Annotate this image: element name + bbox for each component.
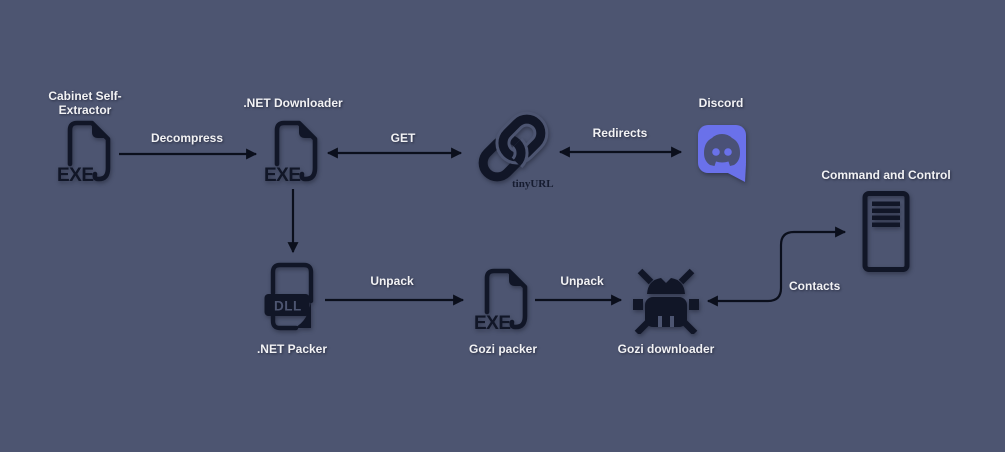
- edge-label-redirects: Redirects: [592, 126, 648, 140]
- dll-file-type-text: DLL: [274, 299, 302, 314]
- label-discord: Discord: [698, 96, 744, 110]
- exe-file-icon: EXE: [473, 265, 535, 335]
- edge-label-contacts: Contacts: [789, 279, 841, 293]
- dll-file-icon: DLL: [263, 260, 321, 334]
- label-gozi-downloader: Gozi downloader: [617, 342, 715, 356]
- server-icon: [861, 190, 911, 273]
- exe-file-type-text: EXE: [57, 165, 94, 186]
- discord-logo-icon: [696, 123, 748, 183]
- edge-label-decompress: Decompress: [150, 131, 224, 145]
- edge-label-get: GET: [390, 131, 416, 145]
- bug-icon: [631, 266, 701, 336]
- exe-file-icon: EXE: [56, 117, 118, 187]
- label-net-packer: .NET Packer: [256, 342, 328, 356]
- label-net-downloader: .NET Downloader: [243, 96, 343, 110]
- edge-label-unpack-1: Unpack: [370, 274, 414, 288]
- exe-file-icon: EXE: [263, 117, 325, 187]
- chain-link-icon: [473, 109, 551, 187]
- edge-contacts: [706, 226, 847, 307]
- label-tinyurl: tinyURL: [512, 178, 554, 190]
- edge-label-unpack-2: Unpack: [560, 274, 604, 288]
- exe-file-type-text: EXE: [474, 313, 511, 334]
- label-command-and-control: Command and Control: [821, 168, 951, 182]
- label-cabinet-self-extractor: Cabinet Self- Extractor: [48, 89, 122, 117]
- exe-file-type-text: EXE: [264, 165, 301, 186]
- label-gozi-packer: Gozi packer: [468, 342, 538, 356]
